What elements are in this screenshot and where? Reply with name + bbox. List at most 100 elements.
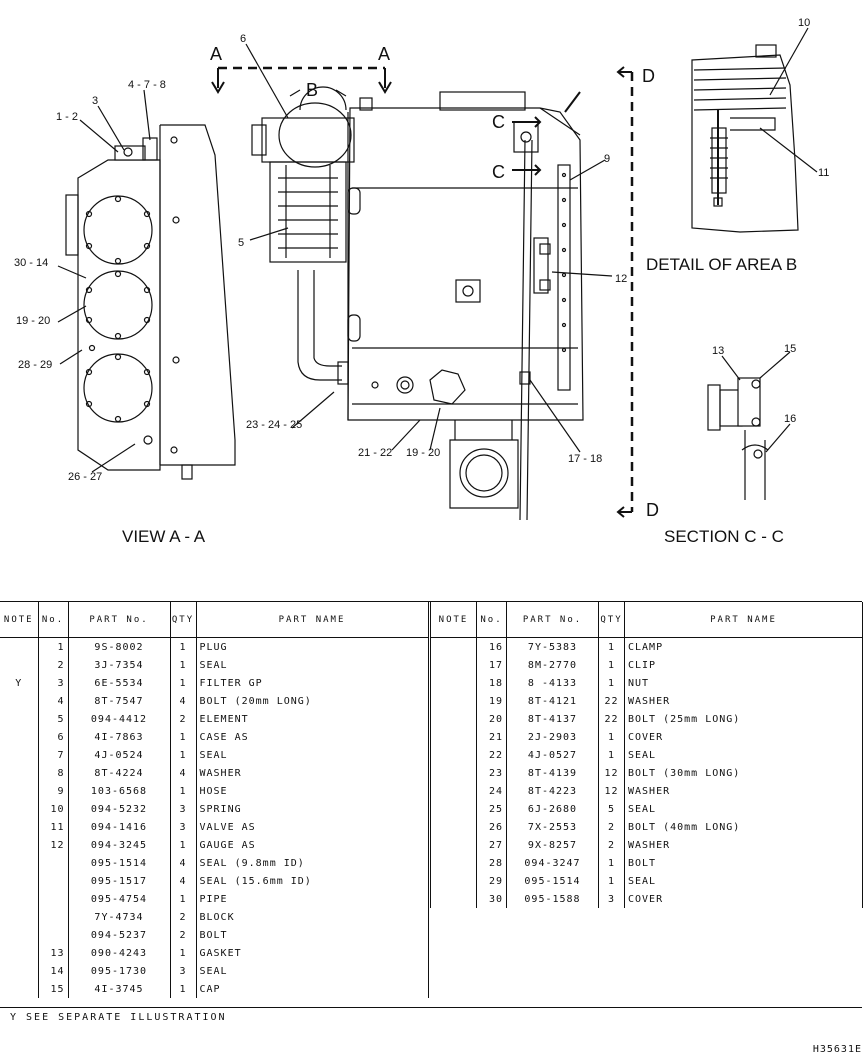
- cell-no: [38, 926, 69, 944]
- marker-d-bottom: D: [646, 500, 659, 520]
- cell-part-no: 094-4412: [68, 710, 171, 728]
- callout-28-29: 28 - 29: [18, 359, 52, 371]
- cell-no: 17: [476, 656, 507, 674]
- cell-note: [430, 746, 477, 764]
- cell-qty: 22: [598, 692, 625, 710]
- cell-qty: 3: [170, 818, 197, 836]
- cell-part-no: 4I-7863: [68, 728, 171, 746]
- header-qty: QTY: [598, 602, 625, 638]
- cell-qty: 1: [170, 746, 197, 764]
- cell-qty: 4: [170, 872, 197, 890]
- cell-qty: 2: [170, 908, 197, 926]
- cell-qty: 12: [598, 764, 625, 782]
- cell-note: [0, 800, 39, 818]
- cell-note: [0, 908, 39, 926]
- filter-case: [251, 86, 355, 263]
- cell-part-no: 4J-0524: [68, 746, 171, 764]
- cell-no: 3: [38, 674, 69, 692]
- cell-qty: 1: [170, 728, 197, 746]
- cell-part-no: 6J-2680: [506, 800, 599, 818]
- cell-part-name: CLIP: [624, 656, 863, 674]
- cell-qty: 1: [598, 728, 625, 746]
- cell-qty: 2: [598, 836, 625, 854]
- cell-part-name: BOLT (20mm LONG): [196, 692, 429, 710]
- detail-area-b: [691, 44, 799, 233]
- cell-part-name: COVER: [624, 890, 863, 908]
- cell-note: [0, 890, 39, 908]
- cell-no: 15: [38, 980, 69, 998]
- cell-no: 25: [476, 800, 507, 818]
- header-note: NOTE: [0, 602, 39, 638]
- cell-part-name: NUT: [624, 674, 863, 692]
- marker-c-bottom: C: [492, 162, 505, 182]
- cell-part-no: 4I-3745: [68, 980, 171, 998]
- cell-part-name: GAUGE AS: [196, 836, 429, 854]
- cell-part-name: SEAL: [196, 962, 429, 980]
- callout-16: 16: [784, 413, 796, 425]
- detail-title-b: DETAIL OF AREA B: [646, 255, 797, 274]
- cell-part-no: 103-6568: [68, 782, 171, 800]
- cell-part-name: BOLT (30mm LONG): [624, 764, 863, 782]
- reference-code: H35631E: [812, 1044, 862, 1055]
- cell-part-no: 094-3247: [506, 854, 599, 872]
- cell-note: [0, 944, 39, 962]
- cell-qty: 1: [170, 637, 197, 656]
- cell-no: 14: [38, 962, 69, 980]
- cell-part-no: 8 -4133: [506, 674, 599, 692]
- cell-qty: 4: [170, 692, 197, 710]
- callout-13: 13: [712, 345, 724, 357]
- cell-no: 27: [476, 836, 507, 854]
- cell-part-no: 095-1588: [506, 890, 599, 908]
- cell-no: 13: [38, 944, 69, 962]
- view-title-aa: VIEW A - A: [122, 527, 206, 546]
- cell-qty: 1: [598, 746, 625, 764]
- cell-qty: 1: [598, 637, 625, 656]
- cell-qty: 5: [598, 800, 625, 818]
- cell-part-name: SEAL (15.6mm ID): [196, 872, 429, 890]
- cell-qty: 22: [598, 710, 625, 728]
- cell-part-name: SEAL: [624, 800, 863, 818]
- section-title-cc: SECTION C - C: [664, 527, 784, 546]
- callout-12: 12: [615, 273, 627, 285]
- cell-no: 18: [476, 674, 507, 692]
- cell-qty: 1: [170, 656, 197, 674]
- cell-note: [430, 782, 477, 800]
- cell-part-no: 8T-4121: [506, 692, 599, 710]
- cell-note: [430, 836, 477, 854]
- marker-b: B: [306, 80, 318, 100]
- cell-part-no: 9X-8257: [506, 836, 599, 854]
- cell-part-no: 090-4243: [68, 944, 171, 962]
- cell-no: 7: [38, 746, 69, 764]
- callout-3: 3: [92, 95, 98, 107]
- cell-no: 10: [38, 800, 69, 818]
- callout-9: 9: [604, 153, 610, 165]
- marker-a-right: A: [378, 44, 390, 64]
- cell-part-name: CASE AS: [196, 728, 429, 746]
- section-markers: A A B D D C C: [210, 44, 659, 520]
- cell-part-name: SEAL (9.8mm ID): [196, 854, 429, 872]
- cell-part-no: 8T-4223: [506, 782, 599, 800]
- cell-qty: 1: [598, 872, 625, 890]
- cell-no: 26: [476, 818, 507, 836]
- cell-part-name: SEAL: [196, 746, 429, 764]
- cell-part-name: SEAL: [196, 656, 429, 674]
- cell-no: 4: [38, 692, 69, 710]
